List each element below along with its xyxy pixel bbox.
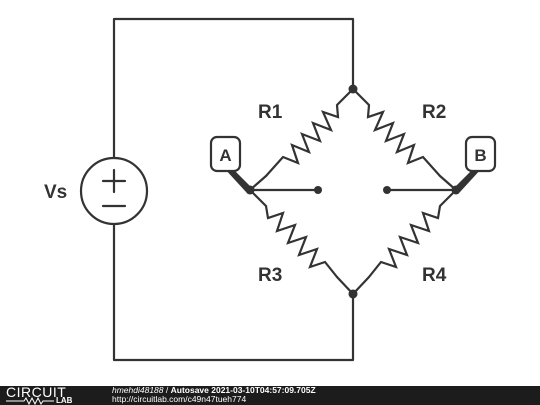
r2-label: R2	[422, 102, 446, 123]
terminal-mid-right	[383, 186, 391, 194]
probe-b-label: B	[474, 146, 486, 165]
footer-bar: CIRCUIT LAB hmehdi48188 / Autosave 2021-…	[0, 384, 540, 405]
probe-b-box	[464, 135, 497, 173]
footer-meta: hmehdi48188 / Autosave 2021-03-10T04:57:…	[112, 386, 316, 395]
resistor-r3	[264, 205, 338, 278]
probe-b-pointer	[454, 168, 482, 192]
wire-bottom	[112, 222, 355, 362]
resistor-r2	[366, 104, 441, 177]
circuitlab-logo: CIRCUIT LAB	[6, 384, 94, 405]
node-top	[348, 84, 358, 94]
footer-user: hmehdi48188	[112, 385, 164, 395]
probe-a-label: A	[219, 146, 231, 165]
resistor-squiggle-icon	[6, 397, 54, 405]
footer-url[interactable]: http://circuitlab.com/c49n47tueh774	[112, 394, 247, 404]
wires	[112, 17, 458, 362]
voltage-source	[79, 156, 149, 226]
probe-a: A	[209, 135, 252, 192]
wire-top	[112, 17, 355, 161]
terminal-mid-left	[314, 186, 322, 194]
r4-label: R4	[422, 265, 447, 286]
footer-autosave: Autosave 2021-03-10T04:57:09.705Z	[170, 385, 316, 395]
r1-label: R1	[258, 102, 283, 123]
resistor-r4	[368, 205, 442, 278]
node-bottom	[348, 289, 358, 299]
source-label: Vs	[44, 182, 67, 203]
probe-a-box	[209, 135, 242, 173]
logo-text-lab: LAB	[56, 396, 73, 405]
schematic-canvas: A B Vs R1 R2 R3 R4	[44, 17, 497, 362]
probe-a-pointer	[224, 168, 252, 192]
footer-separator: /	[163, 385, 171, 395]
resistor-r1	[265, 104, 340, 177]
r3-label: R3	[258, 265, 282, 286]
logo-text-circuit: CIRCUIT	[6, 384, 67, 400]
probe-b: B	[454, 135, 497, 192]
